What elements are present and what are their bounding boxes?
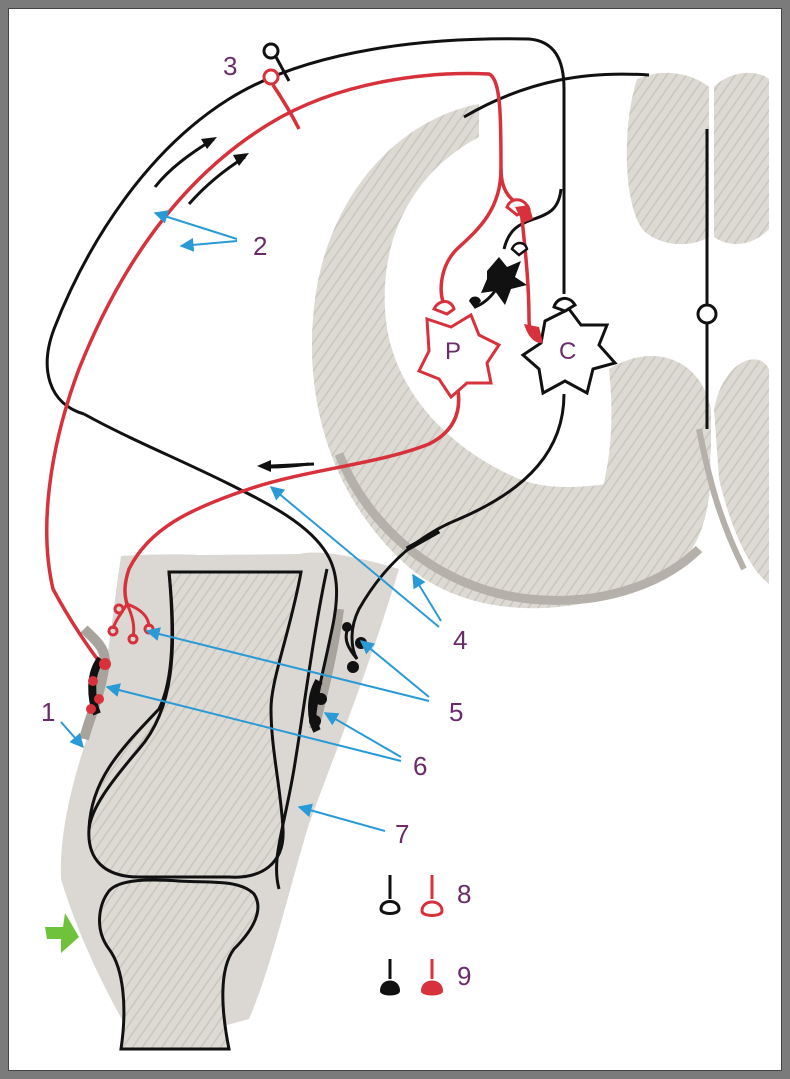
- figure-frame: P C: [8, 8, 782, 1071]
- arrow-1: [61, 722, 83, 747]
- legend-open-red: [422, 875, 442, 916]
- arrow-5b: [361, 641, 429, 697]
- legend-open-black: [381, 875, 399, 914]
- cell-p-synapse: [434, 302, 454, 315]
- receptor-3-red: [264, 70, 278, 84]
- receptor-3-black: [264, 44, 278, 58]
- cell-c-label: C: [559, 338, 576, 365]
- callout-9: 9: [457, 961, 471, 991]
- black-arrow-top-1: [155, 139, 214, 187]
- callout-4: 4: [453, 625, 467, 655]
- cell-c: C: [523, 298, 615, 393]
- callout-6: 6: [413, 751, 427, 781]
- callout-3: 3: [223, 51, 237, 81]
- cell-p-label: P: [445, 338, 461, 365]
- callout-5: 5: [449, 697, 463, 727]
- black-interneuron: [469, 243, 527, 309]
- grey-matter-ventral-right: [714, 359, 769, 584]
- legend-filled-black: [380, 959, 400, 996]
- legend-filled-red: [421, 959, 443, 996]
- callout-7: 7: [395, 819, 409, 849]
- black-central-fiber: [464, 74, 649, 117]
- cell-c-synapse: [554, 298, 575, 311]
- red-branch-down: [521, 209, 535, 339]
- callout-2: 2: [253, 231, 267, 261]
- black-arrow-mid-head: [257, 460, 271, 472]
- arrow-7: [299, 807, 385, 831]
- neuro-diagram: P C: [9, 9, 783, 1072]
- grey-matter-dorsal-column-right: [627, 73, 709, 244]
- arrow-2a: [155, 213, 237, 239]
- green-marker-arrow: [45, 913, 79, 953]
- grey-matter-dorsal-column-far: [714, 73, 769, 244]
- arrow-2b: [181, 241, 237, 246]
- callout-1: 1: [41, 697, 55, 727]
- central-canal: [698, 305, 716, 323]
- callout-8: 8: [457, 879, 471, 909]
- cell-p: P: [419, 302, 499, 398]
- red-synapse-c: [524, 324, 543, 343]
- red-collateral-3: [273, 85, 299, 129]
